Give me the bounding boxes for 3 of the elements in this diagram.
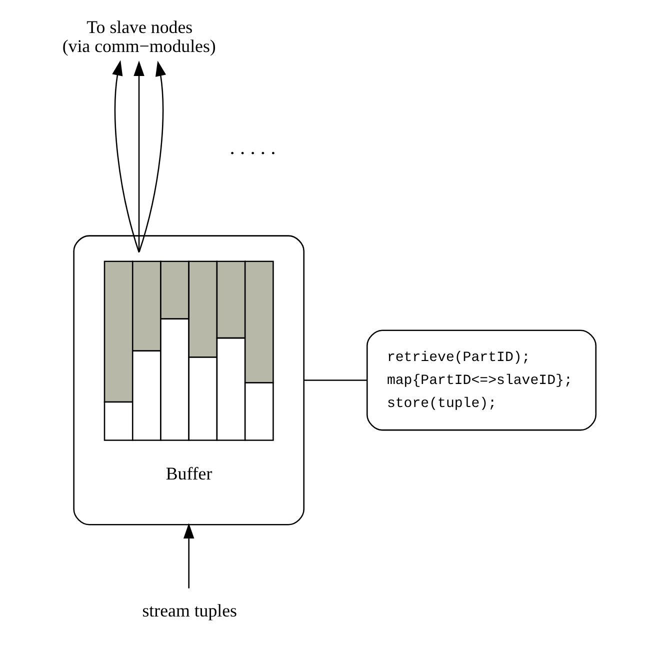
node-text: To slave nodes (via comm−modules): [62, 16, 216, 56]
label: . . . . .: [229, 136, 276, 159]
node-text: stream tuples: [142, 600, 237, 620]
